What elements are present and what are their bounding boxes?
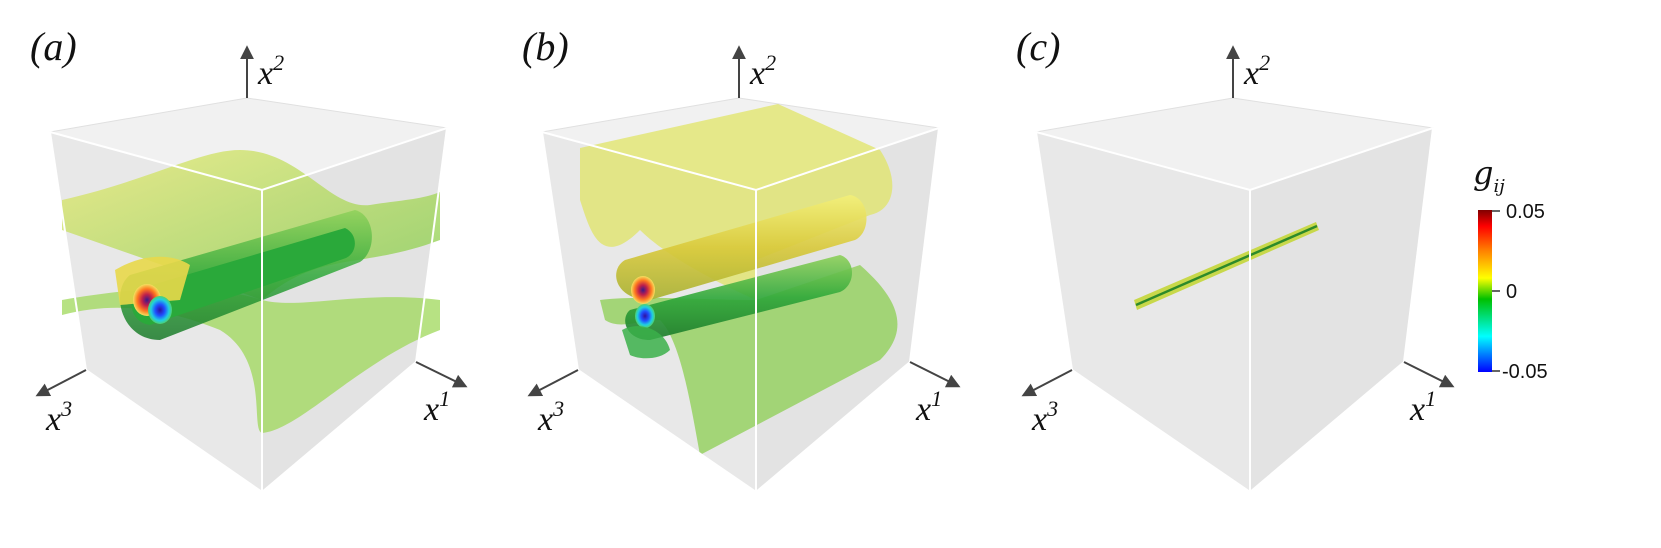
core-negative: [635, 304, 655, 328]
colorbar-mid-label: 0: [1506, 281, 1517, 303]
upper-curtain: [580, 104, 893, 300]
panel-b-label: (b): [522, 24, 569, 69]
colorbar-max-label: 0.05: [1506, 201, 1545, 223]
cube-front-edges: [1035, 127, 1434, 494]
axis-right-arrow: [1403, 361, 1455, 388]
vortex-head: [115, 256, 190, 305]
axis-right-arrow: [909, 361, 961, 388]
panel-a-label: (a): [30, 24, 77, 69]
panel-a: (a) x2 x3 x1: [30, 24, 468, 494]
axis-label-right: x1: [915, 386, 942, 428]
axis-left-arrow: [35, 369, 87, 397]
colorbar: gij 0.05 0 -0.05: [1473, 154, 1548, 383]
vortex-tube-inner: [131, 228, 355, 325]
vortex-rod-core: [1135, 224, 1318, 307]
axis-left-arrow: [1021, 369, 1073, 397]
cube-front-edges: [541, 127, 940, 494]
vortex-foot: [622, 326, 670, 359]
axis-label-left: x3: [1031, 396, 1058, 438]
colorbar-min-label: -0.05: [1502, 361, 1548, 383]
vortex-tube-upper: [616, 195, 867, 300]
cube-front-edges: [49, 127, 448, 494]
axis-label-left: x3: [537, 396, 564, 438]
colorbar-title: gij: [1473, 154, 1505, 197]
axis-left-arrow: [527, 369, 579, 397]
cube-left-face: [1036, 132, 1250, 492]
vortex-tube-lower: [625, 255, 852, 340]
cube-right-face: [1250, 128, 1433, 492]
lower-sheet: [62, 288, 440, 433]
axis-label-right: x1: [423, 386, 450, 428]
panel-c: (c) x2 x3 x1: [1016, 24, 1455, 494]
axis-right-arrow: [415, 361, 468, 388]
panel-c-label: (c): [1016, 24, 1060, 69]
axis-label-right: x1: [1409, 386, 1436, 428]
colorbar-gradient: [1478, 210, 1492, 372]
axis-label-up: x2: [749, 50, 776, 92]
axis-label-up: x2: [1243, 50, 1270, 92]
axis-label-left: x3: [45, 396, 72, 438]
core-negative: [148, 296, 172, 324]
core-positive: [631, 276, 655, 304]
panel-b: (b) x2 x3 x1: [522, 24, 961, 494]
axis-label-up: x2: [257, 50, 284, 92]
